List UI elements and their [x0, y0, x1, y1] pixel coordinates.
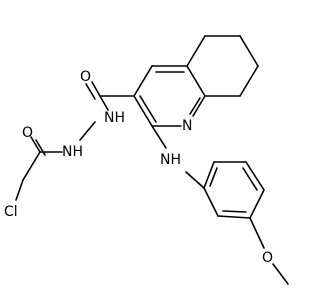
atom-label-oxygen-amide: O: [80, 69, 91, 85]
bond: [91, 81, 101, 97]
bond: [203, 161, 215, 189]
bond: [85, 83, 96, 100]
atom-label-chlorine: Cl: [4, 204, 18, 220]
bond: [133, 65, 153, 97]
atom-label-nh-hydrazide-2: NH: [62, 144, 83, 160]
bond: [79, 121, 96, 141]
bond: [203, 187, 219, 217]
bond: [133, 95, 153, 127]
bond: [209, 167, 218, 187]
bond: [185, 171, 205, 189]
bond: [192, 95, 206, 117]
bond: [35, 139, 46, 156]
atom-label-oxygen-methoxy: O: [262, 250, 273, 266]
bond: [151, 125, 167, 149]
bond: [245, 161, 265, 191]
atom-labels: O NH NH O Cl N NH O: [4, 69, 273, 266]
bond: [186, 65, 206, 97]
bond: [189, 97, 201, 115]
bond: [22, 151, 41, 181]
atom-label-nitrogen-ring: N: [182, 118, 192, 134]
bond: [242, 167, 258, 191]
bond: [239, 35, 259, 67]
bond: [139, 95, 157, 123]
bond: [30, 136, 41, 153]
bond: [222, 210, 247, 213]
bond: [239, 65, 259, 97]
bond: [217, 215, 251, 219]
atom-label-nh-hydrazide: NH: [104, 110, 125, 126]
bond: [15, 179, 24, 201]
atom-label-oxygen-acyl: O: [22, 125, 33, 141]
bond: [249, 189, 265, 219]
bond: [272, 263, 289, 285]
atom-label-nh-amine: NH: [160, 152, 181, 168]
bonds: [15, 35, 289, 285]
bond: [249, 217, 265, 249]
bond: [99, 95, 109, 111]
bond: [186, 35, 206, 67]
